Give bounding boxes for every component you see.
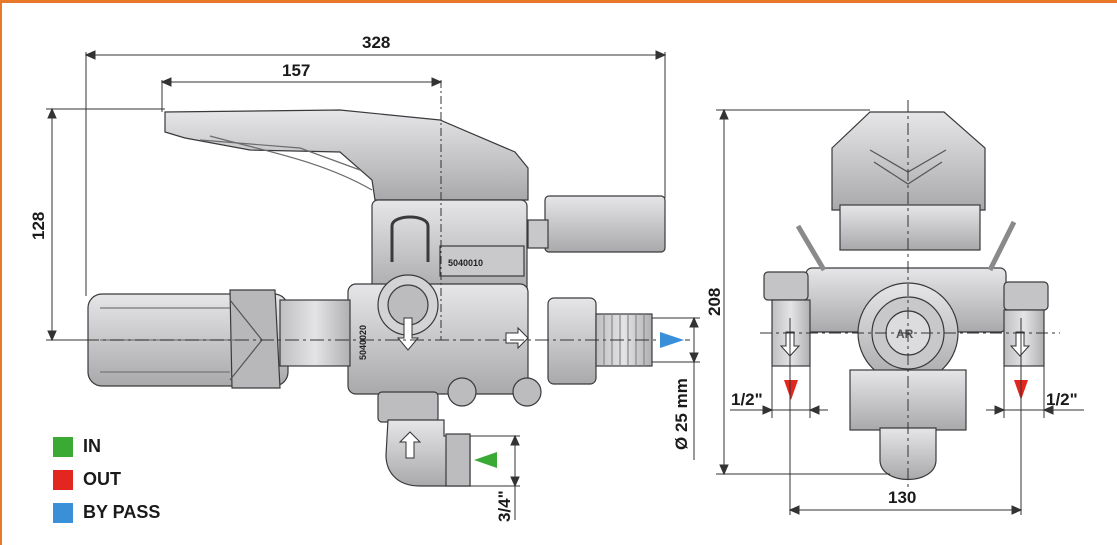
front-dimensions xyxy=(716,100,1084,515)
flow-arrow-up xyxy=(398,431,422,459)
side-dimensions xyxy=(46,50,700,520)
legend-item-in: IN xyxy=(53,430,160,463)
dim-1-2-left: 1/2" xyxy=(731,390,763,409)
dim-208: 208 xyxy=(705,288,724,316)
part-number-top: 5040010 xyxy=(448,258,483,268)
legend-label-bypass: BY PASS xyxy=(83,502,161,522)
out-arrow-left xyxy=(784,380,798,400)
legend-item-out: OUT xyxy=(53,463,160,496)
front-view: AR xyxy=(763,111,1049,480)
lever-handle xyxy=(164,109,529,201)
legend-swatch-in xyxy=(53,436,73,457)
dim-128: 128 xyxy=(29,212,48,240)
legend-swatch-bypass xyxy=(53,502,73,523)
side-view xyxy=(87,109,666,487)
in-arrow-side xyxy=(474,452,497,468)
dim-130: 130 xyxy=(888,488,916,507)
legend-label-out: OUT xyxy=(83,469,121,489)
dim-1-2-right: 1/2" xyxy=(1046,390,1078,409)
dim-157: 157 xyxy=(282,61,310,80)
dim-diameter: Ø 25 mm xyxy=(672,378,691,450)
svg-text:AR: AR xyxy=(896,327,914,341)
front-flow-right xyxy=(1009,331,1031,357)
legend-item-bypass: BY PASS xyxy=(53,496,160,529)
bypass-arrow-side xyxy=(660,332,684,348)
hose-barb xyxy=(547,297,597,385)
bypass-box xyxy=(544,195,666,253)
legend-label-in: IN xyxy=(83,436,101,456)
flow-arrow-down xyxy=(396,317,420,351)
part-number-vertical: 5040020 xyxy=(358,325,368,360)
dim-3-4: 3/4" xyxy=(495,490,514,522)
flow-arrow-right xyxy=(505,326,529,350)
front-handle xyxy=(831,111,986,211)
dim-328: 328 xyxy=(362,33,390,52)
legend-swatch-out xyxy=(53,469,73,490)
flow-legend: IN OUT BY PASS xyxy=(53,430,160,529)
